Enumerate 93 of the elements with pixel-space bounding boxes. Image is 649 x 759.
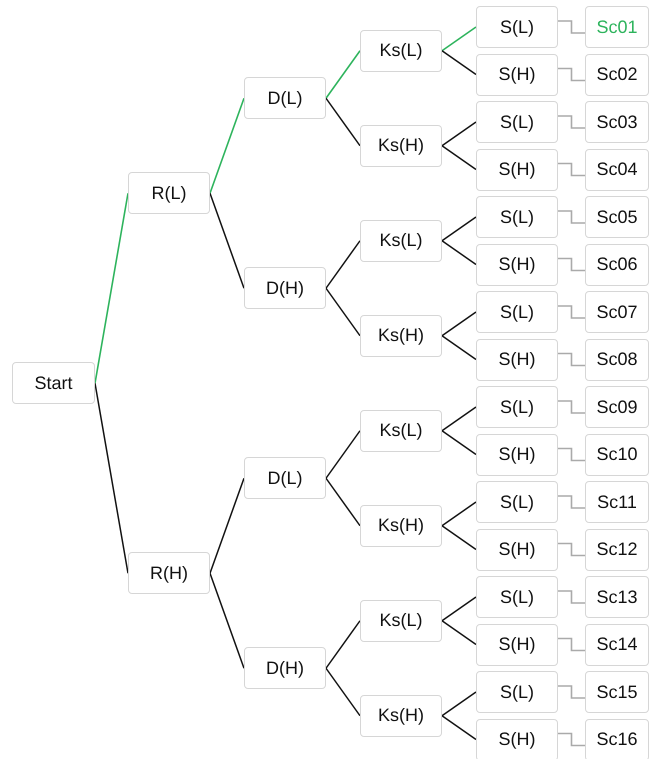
connector-line	[325, 240, 361, 289]
connector-line	[209, 478, 245, 574]
connector-line	[442, 145, 476, 170]
tree-node-box: S(H)	[476, 338, 558, 380]
tree-node-box: S(L)	[476, 386, 558, 428]
tree-node-box: S(H)	[476, 434, 558, 476]
tree-node-box: S(L)	[476, 481, 558, 523]
tree-node-box: Ks(H)	[360, 504, 442, 547]
connector-line	[209, 98, 245, 194]
connector-line	[558, 258, 585, 272]
scenario-box: Sc03	[585, 101, 649, 143]
scenario-box: Sc05	[585, 196, 649, 238]
connector-line	[558, 495, 585, 509]
connector-line	[442, 620, 476, 646]
tree-node-box: S(L)	[476, 291, 558, 333]
scenario-box: Sc11	[585, 481, 649, 523]
scenario-box: Sc08	[585, 338, 649, 380]
tree-node-box: S(H)	[476, 528, 558, 570]
connector-line	[325, 668, 361, 716]
connector-line	[325, 98, 361, 146]
connector-line	[558, 68, 585, 82]
tree-node-box: D(H)	[244, 647, 326, 690]
scenario-box: Sc12	[585, 528, 649, 570]
connector-line	[442, 525, 476, 550]
scenario-box: Sc15	[585, 671, 649, 713]
connector-line	[209, 193, 245, 288]
tree-node-box: S(H)	[476, 148, 558, 190]
connector-line	[558, 542, 585, 556]
tree-node-box: D(H)	[244, 267, 326, 310]
connector-line	[442, 26, 476, 52]
scenario-box: Sc01	[585, 6, 649, 48]
tree-node-box: S(L)	[476, 671, 558, 713]
scenario-box: Sc02	[585, 54, 649, 96]
connector-line	[94, 383, 129, 574]
connector-line	[558, 685, 585, 699]
connector-line	[442, 715, 476, 740]
tree-node-box: Ks(L)	[360, 410, 442, 452]
connector-line	[558, 448, 585, 462]
scenario-box: Sc04	[585, 148, 649, 190]
tree-node-box: S(H)	[476, 244, 558, 286]
connector-line	[94, 193, 129, 384]
connector-line	[325, 430, 361, 479]
connector-line	[442, 691, 476, 716]
tree-node-box: S(L)	[476, 196, 558, 238]
tree-node-box: Ks(H)	[360, 124, 442, 167]
tree-node-box: R(L)	[128, 172, 210, 214]
connector-line	[558, 590, 585, 604]
tree-node-box: Ks(L)	[360, 220, 442, 262]
tree-node-box: Ks(H)	[360, 694, 442, 737]
connector-line	[442, 121, 476, 146]
connector-line	[558, 305, 585, 319]
tree-node-box: Ks(L)	[360, 600, 442, 642]
scenario-box: Sc07	[585, 291, 649, 333]
connector-line	[558, 352, 585, 366]
connector-line	[442, 311, 476, 336]
connector-line	[558, 732, 585, 746]
connector-line	[442, 50, 476, 76]
connector-line	[442, 596, 476, 622]
tree-node-box: Ks(L)	[360, 30, 442, 72]
tree-node-box: S(L)	[476, 6, 558, 48]
connector-line	[558, 162, 585, 176]
connector-line	[325, 620, 361, 669]
tree-node-box: S(L)	[476, 576, 558, 618]
scenario-box: Sc06	[585, 244, 649, 286]
tree-node-box: D(L)	[244, 77, 326, 120]
scenario-box: Sc16	[585, 718, 649, 759]
scenario-box: Sc13	[585, 576, 649, 618]
connector-line	[442, 406, 476, 432]
connector-line	[209, 573, 245, 668]
tree-node-box: S(L)	[476, 101, 558, 143]
scenario-box: Sc10	[585, 434, 649, 476]
tree-node-box: S(H)	[476, 624, 558, 666]
tree-node-box: S(H)	[476, 718, 558, 759]
connector-line	[325, 478, 361, 526]
connector-line	[558, 638, 585, 652]
connector-line	[558, 210, 585, 224]
connector-line	[442, 335, 476, 360]
connector-line	[442, 430, 476, 456]
connector-line	[442, 216, 476, 242]
connector-line	[558, 115, 585, 129]
tree-node-box: R(H)	[128, 552, 210, 594]
connector-line	[325, 50, 361, 99]
scenario-box: Sc14	[585, 624, 649, 666]
connector-line	[558, 400, 585, 414]
connector-line	[442, 240, 476, 266]
connector-line	[325, 288, 361, 336]
tree-node-box: D(L)	[244, 457, 326, 500]
scenario-box: Sc09	[585, 386, 649, 428]
connector-line	[442, 501, 476, 526]
tree-node-box: Start	[12, 362, 95, 404]
tree-node-box: Ks(H)	[360, 314, 442, 357]
connector-line	[558, 20, 585, 34]
tree-node-box: S(H)	[476, 54, 558, 96]
